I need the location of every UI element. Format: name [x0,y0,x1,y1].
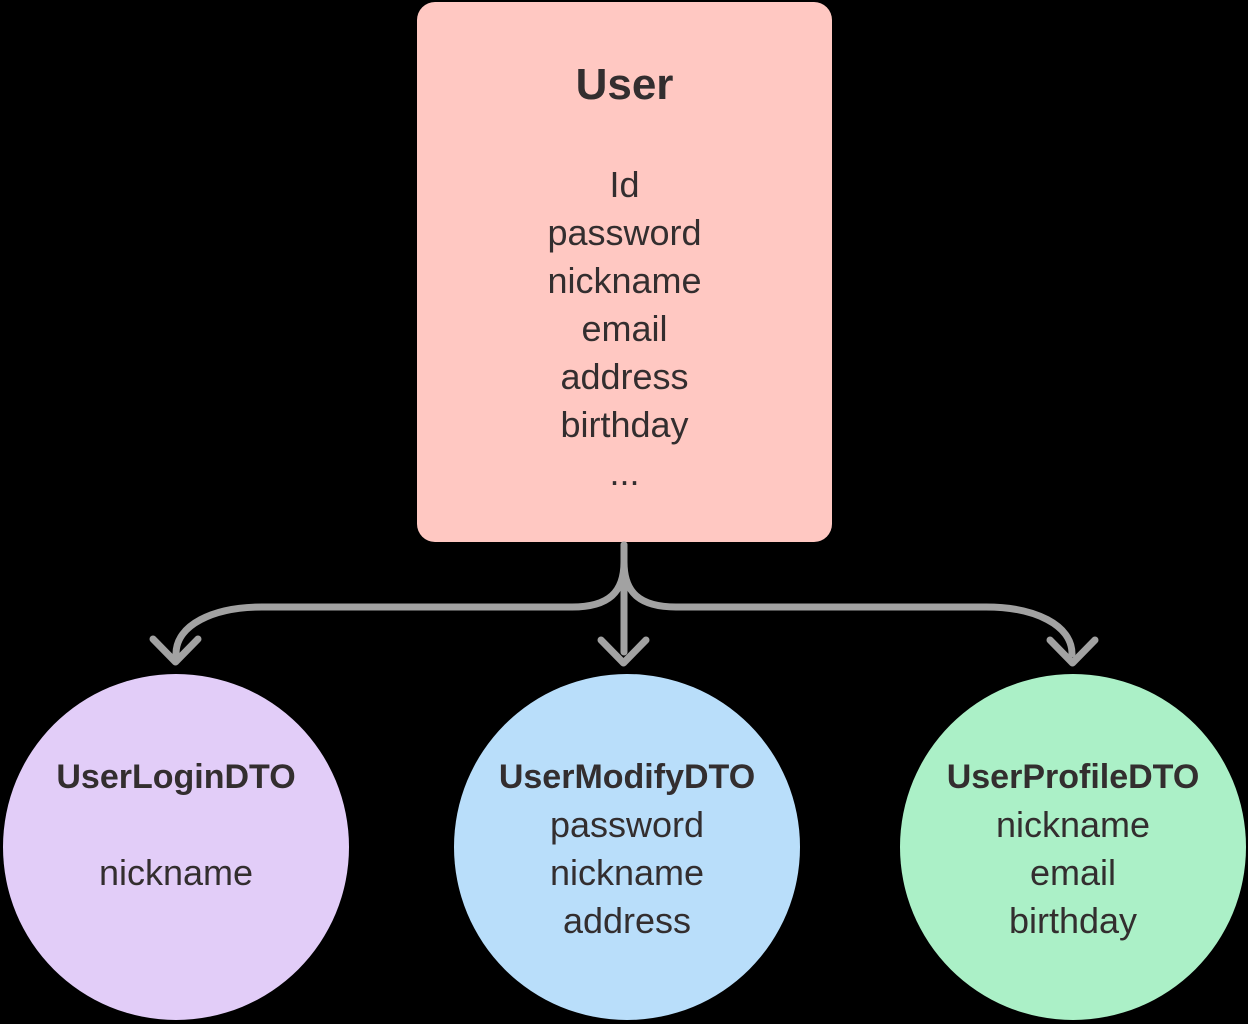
field-line: password [549,804,705,845]
field-line: address [562,900,692,941]
field-line: ... [609,452,640,493]
user-entity-title: User [575,60,674,109]
user-entity-fields: Id password nickname email address birthday..… [417,161,832,497]
user-profile-dto-node: UserProfileDTO nickname email birthday [900,674,1246,1020]
user-login-dto-title: UserLoginDTO [56,758,296,796]
field-line: birthday [1008,900,1138,941]
field-line: birthday [560,404,689,445]
arrowhead-user-modify-dto-icon [597,636,650,667]
user-profile-dto-fields: nickname email birthday [900,801,1246,945]
arrow-to-user-login-dto [172,541,628,658]
field-line: Id [609,164,640,205]
user-login-dto-node: UserLoginDTO nickname [3,674,349,1020]
arrow-group [149,541,1099,667]
user-entity-node: User Id password nickname email address birth… [417,2,832,542]
field-line: nickname [547,260,702,301]
user-profile-dto-title: UserProfileDTO [946,758,1200,796]
user-modify-dto-title: UserModifyDTO [498,758,756,796]
field-line: password [547,212,702,253]
field-line: nickname [98,852,254,893]
field-line: nickname [549,852,705,893]
arrowhead-user-login-dto-icon [149,635,202,666]
field-line: email [581,308,668,349]
field-line: address [560,356,689,397]
user-modify-dto-fields: password nickname address [454,801,800,945]
user-login-dto-fields: nickname [3,801,349,897]
arrow-to-user-profile-dto [620,541,1076,658]
field-line: email [1029,852,1117,893]
field-line [3,801,349,849]
user-modify-dto-node: UserModifyDTO password nickname address [454,674,800,1020]
field-line: nickname [995,804,1151,845]
arrowhead-user-profile-dto-icon [1046,636,1099,667]
